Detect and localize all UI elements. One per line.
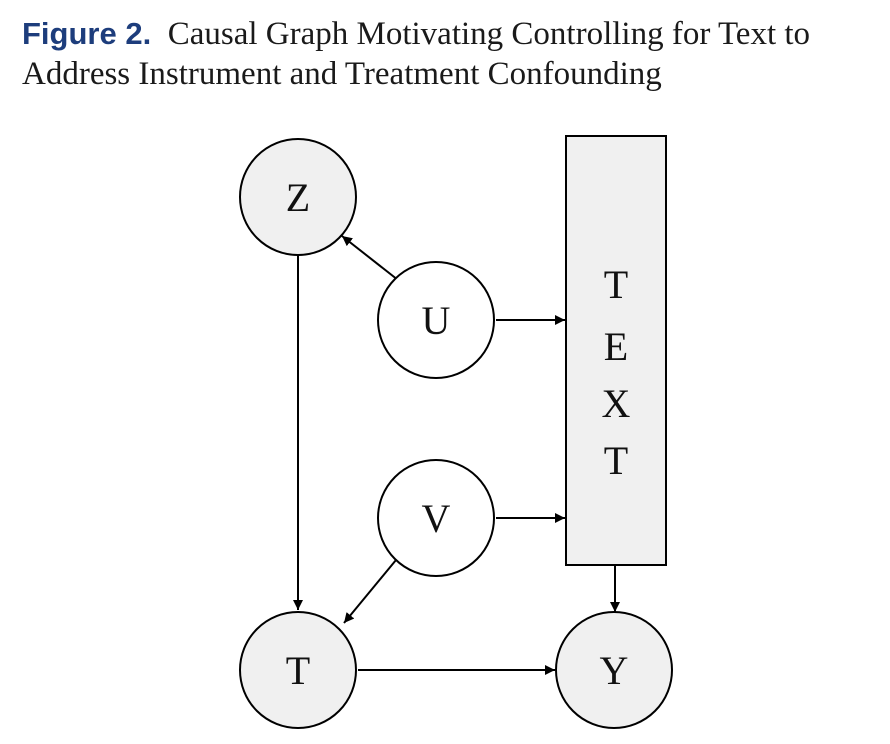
text-node-box	[565, 135, 667, 566]
edge-u-to-z	[341, 235, 399, 281]
text-letter-1: T	[604, 262, 628, 307]
text-letter-3: X	[602, 381, 631, 426]
figure-title: Causal Graph Motivating Controlling for …	[22, 16, 811, 92]
node-t	[239, 611, 357, 729]
figure-caption: Figure 2. Causal Graph Motivating Contro…	[22, 14, 882, 94]
node-y	[555, 611, 673, 729]
node-y-label: Y	[600, 648, 629, 693]
node-z	[239, 138, 357, 256]
node-u	[377, 261, 495, 379]
node-v	[377, 459, 495, 577]
text-letter-2: E	[604, 324, 628, 369]
node-u-label: U	[422, 298, 451, 343]
node-t-label: T	[286, 648, 310, 693]
node-z-label: Z	[286, 175, 310, 220]
edge-v-to-t	[343, 559, 397, 624]
node-v-label: V	[422, 496, 451, 541]
text-letter-4: T	[604, 438, 628, 483]
figure-label: Figure 2.	[22, 16, 152, 51]
